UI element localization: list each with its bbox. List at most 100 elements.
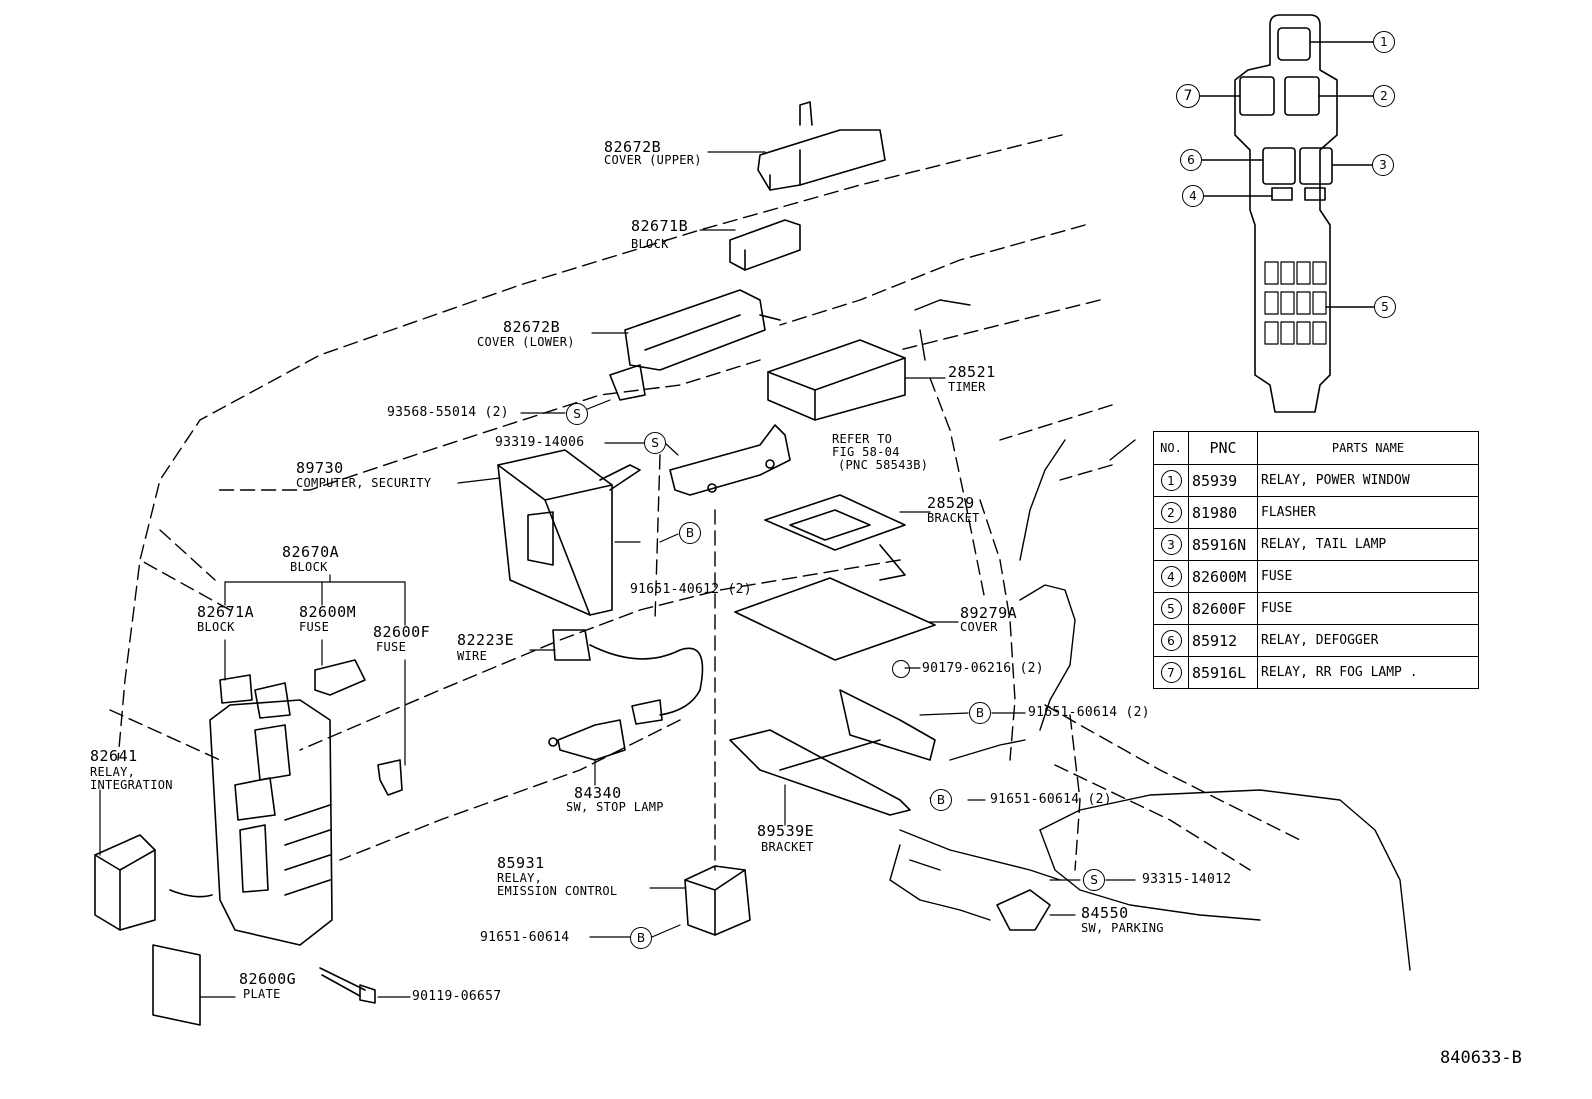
- part-number: 82600M: [299, 603, 357, 621]
- part-name: PLATE: [243, 987, 281, 1001]
- row-number: 2: [1153, 496, 1189, 529]
- part-number: 82671B: [631, 217, 689, 235]
- part-label-screw-93568: 93568-55014 (2): [387, 405, 509, 420]
- part-name: COVER: [960, 620, 998, 634]
- cover-lower-part: [609, 289, 781, 401]
- part-number: 82670A: [282, 543, 340, 561]
- part-name: FUSE: [376, 640, 407, 654]
- part-name: COVER (LOWER): [477, 335, 575, 349]
- row-pnc: 85912: [1188, 624, 1258, 657]
- part-name: INTEGRATION: [90, 778, 173, 792]
- row-number-circle: 6: [1160, 630, 1182, 651]
- stop-lamp-switch-part: [548, 719, 626, 761]
- bolt-symbol: B: [969, 702, 991, 724]
- parking-switch-part: [996, 889, 1051, 931]
- clip-icon: [892, 660, 910, 678]
- part-number: 28529: [927, 494, 975, 512]
- part-number: 89730: [296, 459, 344, 477]
- part-name: RELAY,: [497, 871, 543, 885]
- part-name: EMISSION CONTROL: [497, 884, 618, 898]
- part-label-bolt-91651-40612: 91651-40612 (2): [630, 582, 752, 597]
- part-number: 82641: [90, 747, 138, 765]
- part-label-screw-93315: 93315-14012: [1142, 872, 1232, 887]
- fuse-box-callout-7: 7: [1176, 84, 1200, 108]
- part-name: RELAY,: [90, 765, 136, 779]
- leader-lines: [99, 151, 1136, 998]
- row-number: 5: [1153, 592, 1189, 625]
- fuse-box-callout-4: 4: [1182, 185, 1204, 207]
- refer-line: FIG 58-04: [832, 445, 900, 459]
- row-number-circle: 7: [1160, 662, 1182, 683]
- cover-upper-part: [757, 101, 886, 191]
- row-parts-name: RELAY, POWER WINDOW: [1257, 464, 1479, 497]
- row-pnc: 81980: [1188, 496, 1258, 529]
- header-pnc: PNC: [1188, 431, 1258, 465]
- timer-part: [767, 339, 906, 421]
- dashboard-outline: [109, 134, 1301, 871]
- refer-line: (PNC 58543B): [838, 458, 929, 472]
- row-parts-name: RELAY, TAIL LAMP: [1257, 528, 1479, 561]
- part-number: 84340: [574, 784, 622, 802]
- part-name: SW, STOP LAMP: [566, 800, 664, 814]
- part-number: 82672B: [503, 318, 561, 336]
- part-name: COMPUTER, SECURITY: [296, 476, 432, 490]
- header-parts-name: PARTS NAME: [1257, 431, 1479, 465]
- row-number: 3: [1153, 528, 1189, 561]
- dashboard-body: [889, 299, 1411, 971]
- screw-symbol: S: [644, 432, 666, 454]
- fuse-box-callout-3: 3: [1372, 154, 1394, 176]
- row-parts-name: FUSE: [1257, 592, 1479, 625]
- part-number: 89279A: [960, 604, 1018, 622]
- plate-part: [152, 944, 201, 1026]
- part-name: BRACKET: [761, 840, 814, 854]
- part-label-screw-93319: 93319-14006: [495, 435, 585, 450]
- row-pnc: 85916L: [1188, 656, 1258, 689]
- part-name: WIRE: [457, 649, 488, 663]
- fuse-box-callout-1: 1: [1373, 31, 1395, 53]
- row-number-circle: 4: [1160, 566, 1182, 587]
- fuse-82600M-part: [314, 659, 366, 696]
- row-pnc: 82600M: [1188, 560, 1258, 593]
- part-number: 84550: [1081, 904, 1129, 922]
- part-label-bolt-91651-60614-c: 91651-60614: [480, 930, 570, 945]
- bracket-89539E-part: [729, 689, 936, 816]
- relay-integration-part: [94, 834, 213, 931]
- part-name: BLOCK: [290, 560, 328, 574]
- figure-code: 840633-B: [1440, 1048, 1522, 1068]
- bolt-symbol: B: [630, 927, 652, 949]
- row-number: 4: [1153, 560, 1189, 593]
- bolt-symbol: B: [679, 522, 701, 544]
- header-no: NO.: [1153, 431, 1189, 465]
- bracket-28529-part: [764, 494, 906, 581]
- part-number: 82600F: [373, 623, 431, 641]
- fuse-box-detail: [1199, 14, 1375, 413]
- part-label-clip-90179: 90179-06216 (2): [922, 661, 1044, 676]
- row-parts-name: FUSE: [1257, 560, 1479, 593]
- row-parts-name: FLASHER: [1257, 496, 1479, 529]
- part-name: TIMER: [948, 380, 986, 394]
- part-number: 82671A: [197, 603, 255, 621]
- screw-symbol: S: [566, 403, 588, 425]
- emission-relay-part: [684, 865, 751, 936]
- row-number-circle: 1: [1160, 470, 1182, 491]
- refer-line: REFER TO: [832, 432, 893, 446]
- row-number: 7: [1153, 656, 1189, 689]
- part-label-bolt-91651-60614-b: 91651-60614 (2): [990, 792, 1112, 807]
- row-parts-name: RELAY, DEFOGGER: [1257, 624, 1479, 657]
- part-label-bolt-90119: 90119-06657: [412, 989, 502, 1004]
- row-number-circle: 3: [1160, 534, 1182, 555]
- fuse-box-callout-5: 5: [1374, 296, 1396, 318]
- wire-part: [552, 629, 704, 725]
- cover-89279A-part: [734, 577, 936, 661]
- row-parts-name: RELAY, RR FOG LAMP .: [1257, 656, 1479, 689]
- computer-security-part: [497, 449, 641, 616]
- row-number-circle: 2: [1160, 502, 1182, 523]
- row-number: 6: [1153, 624, 1189, 657]
